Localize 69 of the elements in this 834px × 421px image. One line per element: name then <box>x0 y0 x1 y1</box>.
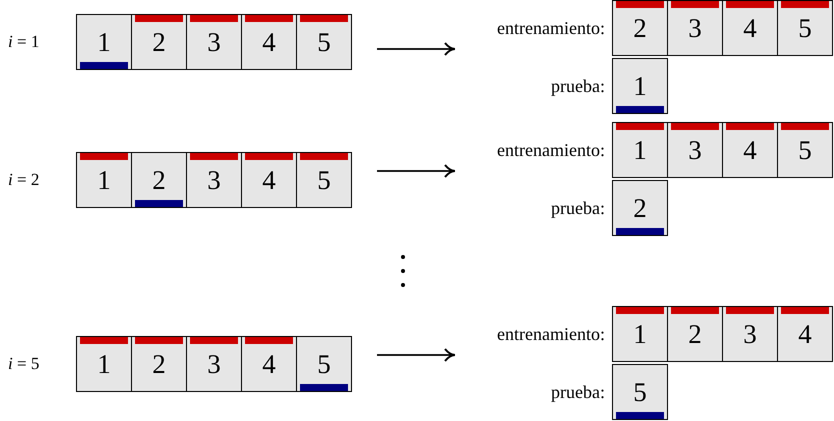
fold-number: 5 <box>632 377 648 407</box>
fold-number: 4 <box>261 165 277 195</box>
fold-box <box>722 306 778 362</box>
group-label: prueba: <box>550 75 605 97</box>
fold-box <box>241 152 297 208</box>
fold-box <box>296 152 352 208</box>
row-label: i = 5 <box>8 353 40 375</box>
fold-number: 2 <box>687 319 703 349</box>
fold-number: 1 <box>96 349 112 379</box>
fold-number: 2 <box>151 165 167 195</box>
fold-box <box>186 336 242 392</box>
fold-box <box>777 122 833 178</box>
fold-number: 4 <box>261 27 277 57</box>
group-label: entrenamiento: <box>496 323 605 345</box>
row-label: i = 2 <box>8 169 40 191</box>
fold-box <box>76 336 132 392</box>
fold-box <box>612 364 668 420</box>
fold-box <box>777 306 833 362</box>
fold-box <box>131 152 187 208</box>
fold-number: 4 <box>261 349 277 379</box>
fold-box <box>186 152 242 208</box>
fold-number: 3 <box>206 349 222 379</box>
fold-number: 5 <box>797 135 813 165</box>
fold-box <box>777 0 833 56</box>
fold-number: 5 <box>316 165 332 195</box>
fold-number: 4 <box>742 135 758 165</box>
fold-number: 5 <box>316 27 332 57</box>
fold-number: 3 <box>687 135 703 165</box>
group-label: entrenamiento: <box>496 139 605 161</box>
fold-box <box>612 122 668 178</box>
group-label: prueba: <box>550 381 605 403</box>
fold-number: 2 <box>151 27 167 57</box>
fold-number: 3 <box>206 27 222 57</box>
fold-number: 5 <box>797 13 813 43</box>
fold-number: 1 <box>632 71 648 101</box>
fold-box <box>667 306 723 362</box>
fold-box <box>667 122 723 178</box>
fold-box <box>296 336 352 392</box>
fold-number: 2 <box>632 193 648 223</box>
row-label: i = 1 <box>8 31 40 53</box>
fold-box <box>612 306 668 362</box>
fold-number: 4 <box>742 13 758 43</box>
fold-box <box>667 0 723 56</box>
fold-number: 3 <box>742 319 758 349</box>
fold-number: 3 <box>206 165 222 195</box>
fold-box <box>186 14 242 70</box>
fold-box <box>612 58 668 114</box>
fold-box <box>76 14 132 70</box>
fold-number: 5 <box>316 349 332 379</box>
group-label: entrenamiento: <box>496 17 605 39</box>
fold-box <box>722 122 778 178</box>
fold-box <box>131 14 187 70</box>
fold-box <box>612 180 668 236</box>
fold-box <box>612 0 668 56</box>
fold-box <box>131 336 187 392</box>
fold-box <box>296 14 352 70</box>
fold-number: 2 <box>632 13 648 43</box>
fold-number: 1 <box>632 319 648 349</box>
fold-box <box>241 14 297 70</box>
fold-box <box>76 152 132 208</box>
fold-number: 2 <box>151 349 167 379</box>
fold-box <box>722 0 778 56</box>
fold-number: 1 <box>96 165 112 195</box>
fold-number: 3 <box>687 13 703 43</box>
fold-box <box>241 336 297 392</box>
fold-number: 1 <box>96 27 112 57</box>
group-label: prueba: <box>550 197 605 219</box>
fold-number: 1 <box>632 135 648 165</box>
fold-number: 4 <box>797 319 813 349</box>
